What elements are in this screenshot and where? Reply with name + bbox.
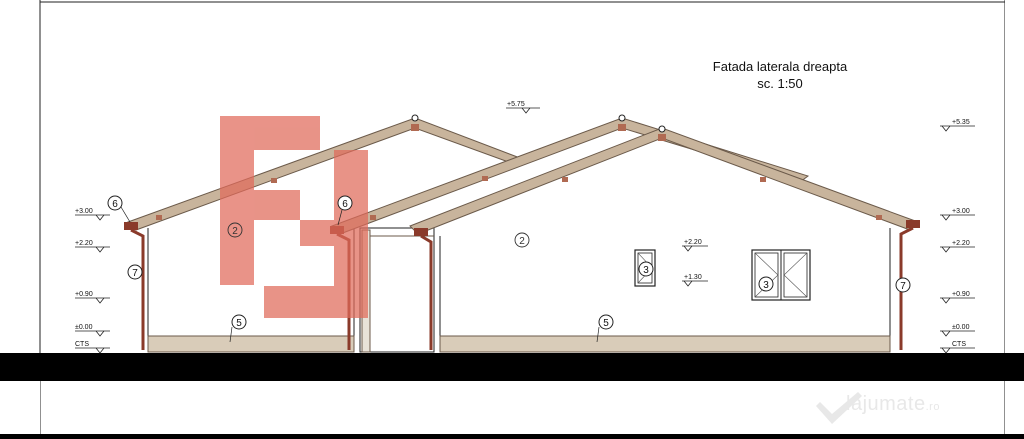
elev-label: +5.75 — [507, 101, 525, 108]
elev-mark-top: +5.75 — [506, 101, 540, 114]
callout-downpipe-left: 7 — [127, 264, 143, 280]
callout-gutter-mid: 6 — [337, 195, 353, 226]
drawing-scale: sc. 1:50 — [757, 76, 803, 91]
elev-label: +2.20 — [75, 240, 93, 247]
callout-window-small: 3 — [638, 261, 654, 277]
callout-number: 7 — [132, 268, 138, 279]
ridge-cap — [658, 125, 666, 133]
callout-wall-main: 2 — [514, 232, 530, 248]
elev-mark: CTS — [940, 341, 975, 354]
elev-label: +2.20 — [952, 240, 970, 247]
elev-mark: +3.00 — [75, 208, 110, 221]
elev-label: +1.30 — [684, 274, 702, 281]
ridge-cap — [618, 114, 626, 122]
link-volume — [359, 227, 435, 353]
callout-number: 3 — [763, 280, 769, 291]
elev-mark: CTS — [75, 341, 110, 354]
watermark-tld: .ro — [925, 401, 940, 413]
elev-label: +5.35 — [952, 119, 970, 126]
ridge-cap — [411, 114, 419, 122]
callout-number: 2 — [232, 226, 238, 237]
elev-label: ±0.00 — [75, 324, 93, 331]
callout-number: 6 — [342, 199, 348, 210]
callout-wall-left: 2 — [227, 222, 243, 238]
watermark-logo: FJ — [220, 116, 368, 318]
callout-gutter-left: 6 — [107, 195, 131, 223]
elevation-scale-right: +5.35 +3.00 +2.20 +0.90 ±0.00 CTS — [940, 119, 975, 354]
elev-mark: +5.35 — [940, 119, 975, 132]
callout-number: 2 — [519, 236, 525, 247]
drawing-title: Fatada laterala dreapta — [712, 59, 848, 74]
callout-plinth-main: 5 — [596, 314, 614, 343]
elev-mark: ±0.00 — [75, 324, 110, 337]
callout-number: 7 — [900, 281, 906, 292]
elev-mark: +2.20 — [940, 240, 975, 253]
elev-label: +0.90 — [75, 291, 93, 298]
elev-mark: +0.90 — [75, 291, 110, 304]
ground-band — [40, 353, 1005, 381]
callout-plinth-left: 5 — [229, 314, 247, 343]
elev-label: +3.00 — [952, 208, 970, 215]
elev-label: +2.20 — [684, 239, 702, 246]
plinth-main — [439, 335, 891, 353]
elev-mark-window: +2.20 +1.30 — [682, 239, 708, 287]
elev-mark: +2.20 — [75, 240, 110, 253]
callout-number: 5 — [603, 318, 609, 329]
callout-number: 6 — [112, 199, 118, 210]
elev-mark: +0.90 — [940, 291, 975, 304]
elevation-scale-left: +3.00 +2.20 +0.90 ±0.00 CTS — [75, 208, 110, 354]
drawing-title-block: Fatada laterala dreapta sc. 1:50 — [640, 58, 920, 92]
elev-label: +3.00 — [75, 208, 93, 215]
plinth-left — [147, 335, 355, 353]
elev-label: +0.90 — [952, 291, 970, 298]
lajumate-watermark-icon — [816, 392, 862, 424]
elev-label: CTS — [952, 341, 966, 348]
elev-label: ±0.00 — [952, 324, 970, 331]
callout-downpipe-right: 7 — [895, 277, 911, 293]
elev-label: CTS — [75, 341, 89, 348]
callout-window-double: 3 — [758, 276, 774, 292]
callout-number: 5 — [236, 318, 242, 329]
elev-mark: ±0.00 — [940, 324, 975, 337]
lajumate-watermark: lajumate.ro — [846, 393, 940, 416]
watermark-site: lajumate — [846, 393, 926, 415]
window-double — [751, 249, 811, 301]
callout-number: 3 — [643, 265, 649, 276]
elev-mark: +3.00 — [940, 208, 975, 221]
